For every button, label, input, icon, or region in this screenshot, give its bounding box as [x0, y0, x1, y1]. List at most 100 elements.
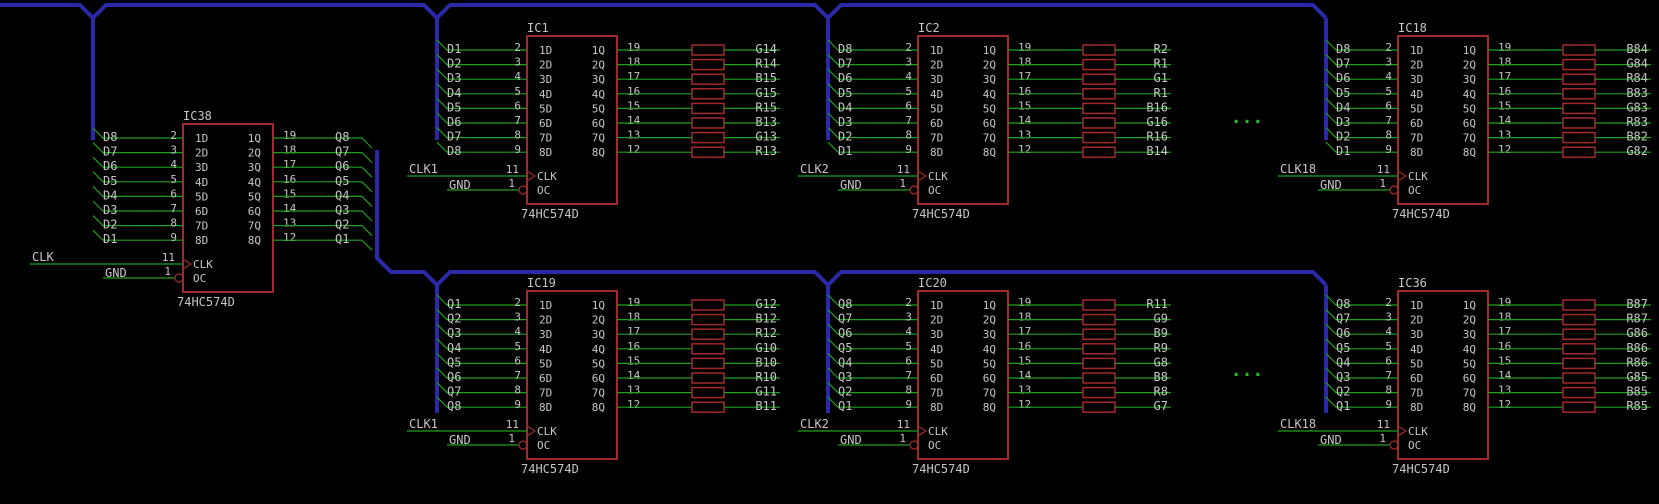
d-pin-label: 4D — [930, 88, 943, 101]
input-wire — [92, 185, 183, 197]
d-pin-label: 3D — [1410, 328, 1423, 341]
d-pin-number: 8 — [170, 217, 177, 230]
output-net-label: Q7 — [335, 145, 349, 159]
output-net-label: B85 — [1626, 385, 1648, 399]
output-net-label: G10 — [755, 341, 777, 355]
input-net-label: D5 — [447, 100, 461, 114]
input-net-label: D4 — [447, 86, 461, 100]
input-net-label: D6 — [103, 159, 117, 173]
clk-triangle — [917, 170, 928, 182]
input-net-label: Q5 — [447, 355, 461, 369]
q-pin-number: 12 — [283, 231, 296, 244]
input-wire — [827, 54, 918, 66]
output-net-label: R87 — [1626, 312, 1648, 326]
d-pin-label: 3D — [539, 73, 552, 86]
input-wire — [436, 294, 527, 306]
d-pin-label: 5D — [1410, 102, 1423, 115]
q-pin-number: 14 — [627, 369, 641, 382]
oc-inversion-bubble — [1389, 440, 1399, 450]
d-pin-number: 2 — [170, 129, 177, 142]
input-wire — [827, 127, 918, 139]
q-pin-number: 16 — [1498, 85, 1511, 98]
d-pin-number: 6 — [1385, 354, 1392, 367]
d-pin-number: 8 — [1385, 384, 1392, 397]
input-wire — [827, 97, 918, 110]
d-pin-label: 4D — [539, 88, 552, 101]
d-pin-label: 8D — [930, 146, 943, 159]
input-net-label: D1 — [838, 144, 852, 158]
input-net-label: D4 — [103, 188, 117, 202]
d-pin-number: 6 — [905, 354, 912, 367]
q-pin-label: 5Q — [592, 102, 605, 115]
input-net-label: Q1 — [1336, 399, 1350, 413]
input-net-label: D2 — [103, 218, 117, 232]
d-pin-label: 7D — [930, 132, 943, 145]
input-net-label: Q8 — [447, 399, 461, 413]
chip-part-label: 74HC574D — [912, 462, 970, 476]
input-wire — [827, 382, 918, 394]
input-net-label: D3 — [447, 71, 461, 85]
d-pin-number: 4 — [514, 70, 521, 83]
d-pin-label: 1D — [1410, 44, 1423, 57]
chip-body — [526, 290, 618, 460]
oc-pin-label: OC — [928, 439, 941, 452]
output-net-label: Q3 — [335, 203, 349, 217]
d-pin-number: 5 — [905, 85, 912, 98]
oc-net-label: GND — [105, 266, 127, 280]
output-wire — [273, 195, 373, 207]
d-pin-label: 1D — [539, 299, 552, 312]
clk-pin-number: 11 — [897, 163, 910, 176]
d-pin-number: 5 — [514, 85, 521, 98]
ellipsis-dots: ... — [1231, 360, 1264, 381]
q-pin-label: 8Q — [592, 401, 605, 414]
oc-pin-number: 1 — [164, 265, 171, 278]
q-pin-number: 18 — [1018, 311, 1031, 324]
d-pin-label: 5D — [539, 102, 552, 115]
d-pin-label: 5D — [1410, 357, 1423, 370]
oc-inversion-bubble — [518, 185, 528, 195]
input-net-label: D2 — [447, 57, 461, 71]
q-pin-label: 1Q — [248, 132, 261, 145]
clk-pin-label: CLK — [193, 258, 213, 271]
q-pin-number: 14 — [1498, 114, 1512, 127]
q-pin-label: 1Q — [1463, 44, 1476, 57]
q-pin-number: 13 — [1498, 384, 1511, 397]
input-net-label: Q2 — [1336, 385, 1350, 399]
q-pin-label: 5Q — [248, 190, 261, 203]
q-pin-number: 19 — [1498, 296, 1511, 309]
d-pin-number: 8 — [905, 384, 912, 397]
q-pin-label: 7Q — [248, 220, 261, 233]
oc-pin-label: OC — [537, 439, 550, 452]
oc-pin-number: 1 — [508, 177, 515, 190]
q-pin-number: 19 — [1018, 41, 1031, 54]
q-pin-number: 12 — [1018, 398, 1031, 411]
input-net-label: D3 — [1336, 115, 1350, 129]
q-pin-number: 16 — [627, 85, 640, 98]
output-net-label: B83 — [1626, 86, 1648, 100]
oc-inversion-bubble — [1389, 185, 1399, 195]
bus-layer — [0, 3, 1328, 413]
q-pin-number: 19 — [1498, 41, 1511, 54]
d-pin-label: 7D — [195, 220, 208, 233]
input-wire — [827, 294, 918, 306]
input-wire — [827, 83, 918, 95]
q-pin-number: 17 — [627, 70, 640, 83]
chip-body — [1397, 290, 1489, 460]
output-net-label: B8 — [1154, 370, 1168, 384]
output-net-label: B11 — [755, 399, 777, 413]
q-pin-label: 2Q — [1463, 314, 1476, 327]
output-net-label: B86 — [1626, 341, 1648, 355]
d-pin-label: 3D — [930, 73, 943, 86]
d-pin-label: 4D — [539, 343, 552, 356]
q-pin-number: 18 — [627, 311, 640, 324]
q-pin-number: 15 — [283, 187, 296, 200]
q-pin-number: 17 — [1498, 70, 1511, 83]
output-net-label: Q1 — [335, 232, 349, 246]
clk-net-label: CLK1 — [409, 417, 438, 431]
clk-triangle — [917, 425, 928, 437]
d-pin-number: 6 — [905, 99, 912, 112]
chip-ref-label: IC1 — [527, 21, 549, 35]
input-net-label: Q2 — [838, 385, 852, 399]
q-pin-number: 15 — [1498, 99, 1511, 112]
